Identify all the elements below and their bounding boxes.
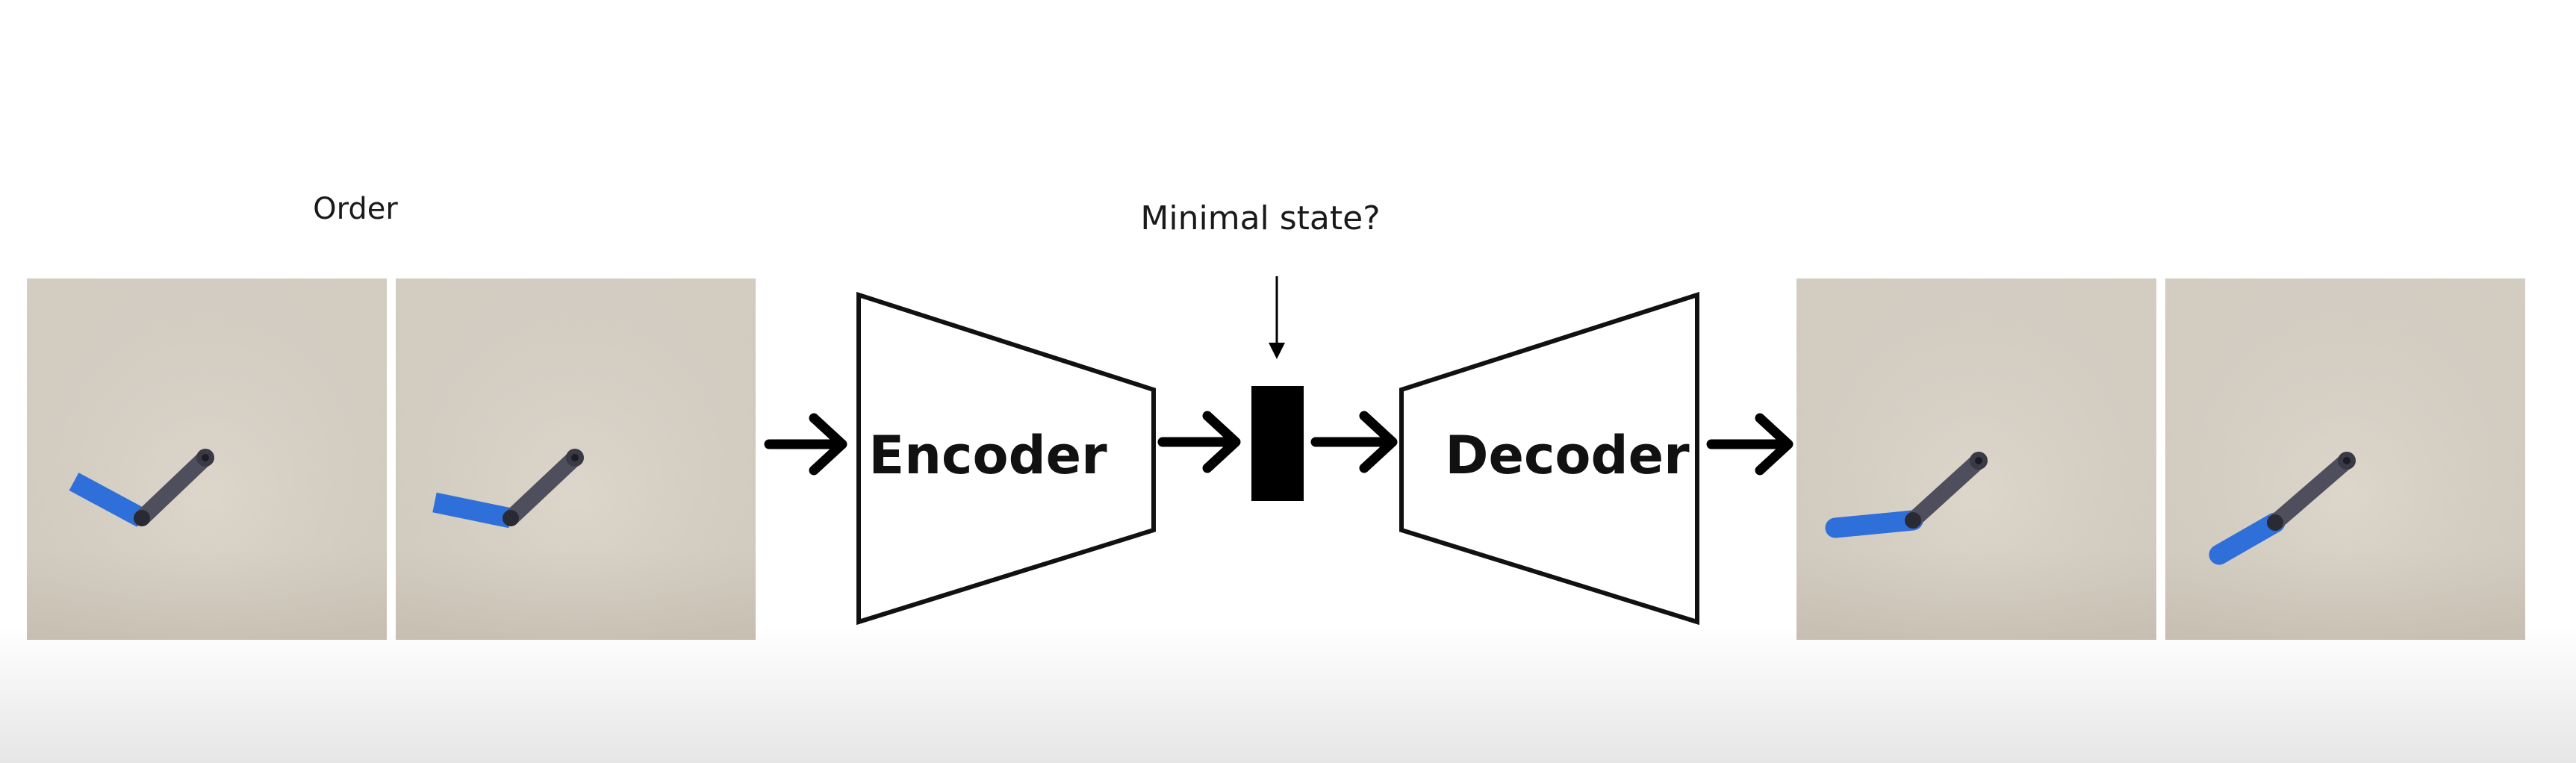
latent-state-block [1251, 386, 1304, 501]
arrow-right-icon [1706, 413, 1793, 476]
order-label: Order [313, 192, 398, 226]
input-frame-2 [396, 278, 756, 640]
arrow-right-icon [764, 413, 847, 476]
input-frame-1 [27, 278, 387, 640]
robot-arm-icon [1825, 452, 1988, 538]
arrow-right-icon [1310, 411, 1398, 473]
encoder-block: Encoder [856, 291, 1156, 626]
robot-arm-icon [2209, 452, 2356, 565]
arrow-right-icon [1157, 411, 1241, 473]
pointer-arrow-icon [1269, 276, 1285, 359]
encoder-label: Encoder [868, 425, 1107, 486]
output-frame-1 [1796, 278, 2156, 640]
robot-arm-icon [432, 449, 584, 529]
output-frame-2 [2165, 278, 2525, 640]
decoder-label: Decoder [1445, 425, 1690, 486]
minimal-state-label: Minimal state? [1140, 199, 1380, 237]
robot-arm-icon [69, 449, 214, 527]
decoder-block: Decoder [1399, 291, 1699, 626]
